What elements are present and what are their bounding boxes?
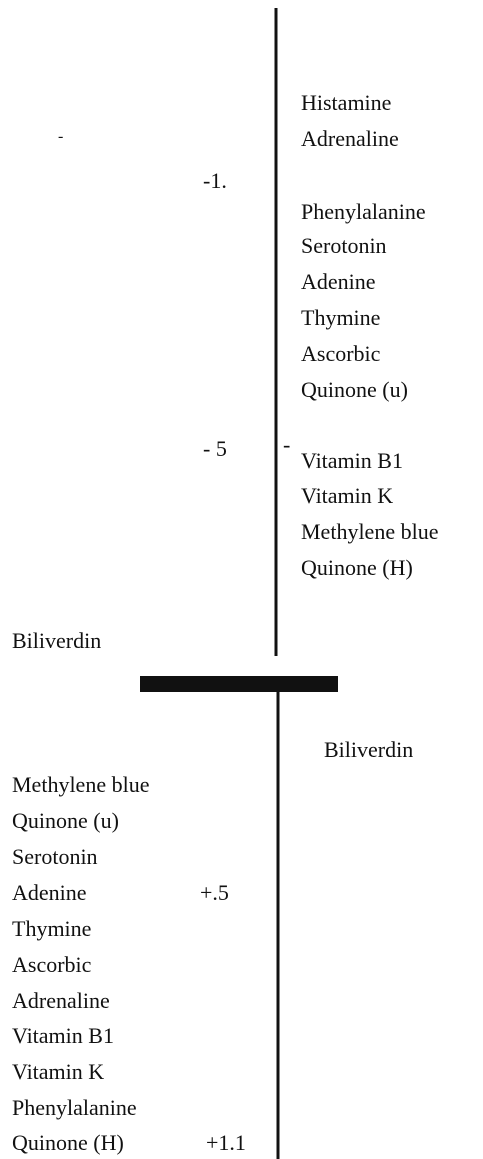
lower-tick-plus-1-1: +1.1 bbox=[206, 1130, 246, 1155]
upper-label-serotonin: Serotonin bbox=[301, 233, 387, 258]
lower-label-methylene-blue: Methylene blue bbox=[12, 772, 150, 797]
lower-label-thymine: Thymine bbox=[12, 916, 92, 941]
lower-label-biliverdin: Biliverdin bbox=[324, 737, 414, 762]
upper-label-quinone-u: Quinone (u) bbox=[301, 377, 408, 402]
upper-pointer-mark: - bbox=[283, 432, 291, 457]
lower-label-vitamin-k: Vitamin K bbox=[12, 1059, 105, 1084]
upper-label-methylene-blue: Methylene blue bbox=[301, 519, 439, 544]
stray-mark: - bbox=[58, 128, 64, 145]
upper-label-adrenaline: Adrenaline bbox=[301, 126, 399, 151]
upper-label-quinone-h: Quinone (H) bbox=[301, 555, 413, 580]
lower-label-adrenaline: Adrenaline bbox=[12, 988, 110, 1013]
upper-tick-minus-1: -1. bbox=[203, 168, 227, 193]
upper-label-phenylalanine: Phenylalanine bbox=[301, 199, 426, 224]
upper-tick-minus-5: - 5 bbox=[203, 436, 227, 461]
lower-label-ascorbic: Ascorbic bbox=[12, 952, 92, 977]
upper-label-thymine: Thymine bbox=[301, 305, 381, 330]
upper-label-vitamin-b1: Vitamin B1 bbox=[301, 448, 403, 473]
upper-label-adenine: Adenine bbox=[301, 269, 376, 294]
upper-label-biliverdin: Biliverdin bbox=[12, 628, 102, 653]
lower-label-adenine: Adenine bbox=[12, 880, 87, 905]
separator-bar bbox=[140, 676, 338, 692]
lower-label-serotonin: Serotonin bbox=[12, 844, 98, 869]
upper-label-ascorbic: Ascorbic bbox=[301, 341, 381, 366]
upper-label-histamine: Histamine bbox=[301, 90, 392, 115]
lower-label-phenylalanine: Phenylalanine bbox=[12, 1095, 137, 1120]
lower-label-quinone-u: Quinone (u) bbox=[12, 808, 119, 833]
lower-tick-plus-0-5: +.5 bbox=[200, 880, 229, 905]
lower-label-quinone-h: Quinone (H) bbox=[12, 1130, 124, 1155]
upper-label-vitamin-k: Vitamin K bbox=[301, 483, 394, 508]
lower-label-vitamin-b1: Vitamin B1 bbox=[12, 1023, 114, 1048]
